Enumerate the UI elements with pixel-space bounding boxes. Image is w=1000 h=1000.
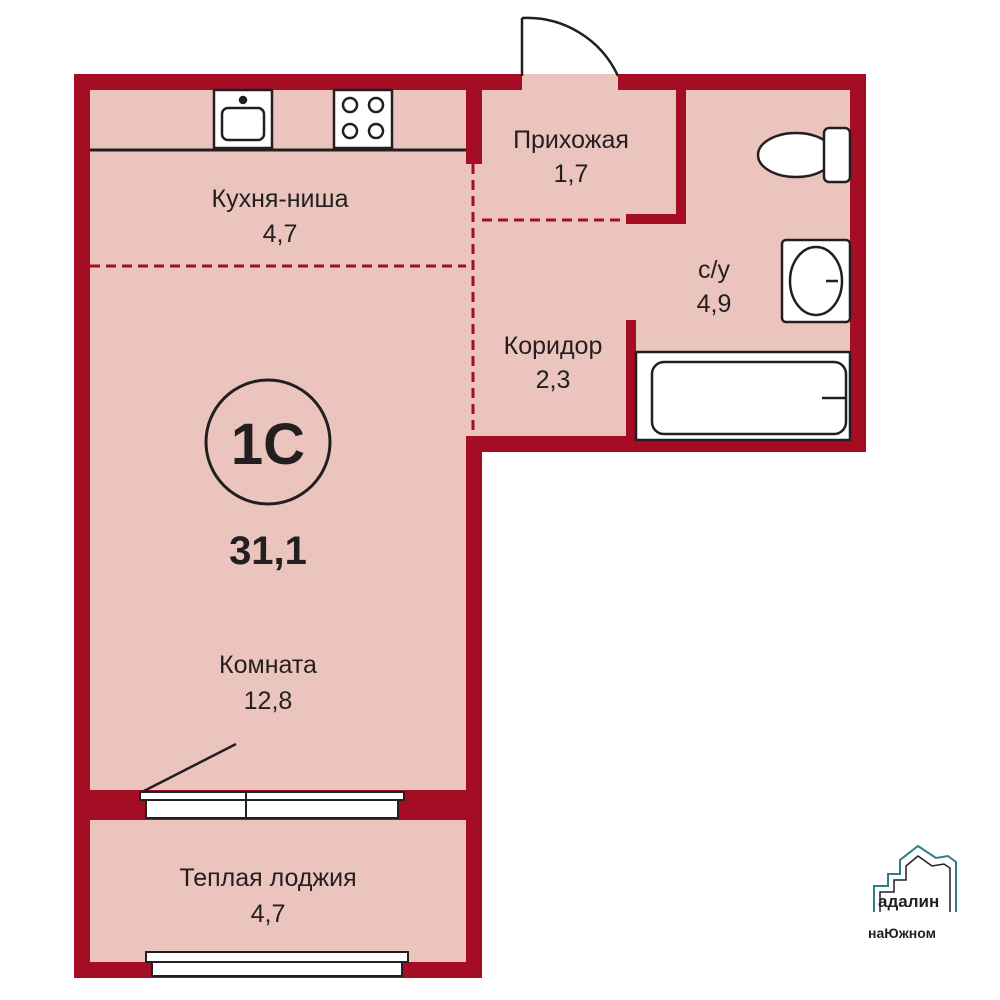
floor-loggia (78, 804, 482, 976)
kitchen-name: Кухня-ниша (212, 185, 349, 213)
balcony-door (139, 742, 405, 819)
toilet-icon (756, 126, 852, 184)
loggia-name: Теплая лоджия (179, 864, 356, 892)
apartment-type-label: 1С (231, 412, 305, 477)
total-area: 31,1 (229, 529, 307, 573)
room-name: Комната (219, 651, 317, 679)
room-area: 12,8 (244, 687, 293, 715)
corridor-area: 2,3 (536, 366, 571, 394)
bathroom-area: 4,9 (697, 290, 732, 318)
zone-dividers (90, 164, 626, 436)
loggia-area: 4,7 (251, 900, 286, 928)
hallway-area: 1,7 (554, 160, 589, 188)
logo-sub-text: наЮжном (868, 925, 936, 941)
kitchen-sink-icon (212, 88, 274, 150)
entrance-door (520, 16, 620, 77)
washbasin-icon (780, 238, 852, 324)
bathtub-icon (634, 350, 852, 442)
kitchen-area: 4,7 (263, 220, 298, 248)
hallway-name: Прихожая (513, 126, 629, 154)
loggia-window (145, 951, 409, 977)
logo-main-text: адалин (878, 892, 939, 911)
room-labels: Кухня-ниша 4,7 Прихожая 1,7 с/у 4,9 Кори… (179, 126, 731, 928)
floor-main (78, 74, 482, 798)
apartment-type-badge: 1С (204, 378, 332, 506)
bathroom-name: с/у (698, 256, 730, 284)
stove-icon (332, 88, 394, 150)
corridor-name: Коридор (504, 332, 603, 360)
building-outline-icon (873, 844, 957, 912)
brand-logo: адалин наЮжном (868, 844, 957, 941)
